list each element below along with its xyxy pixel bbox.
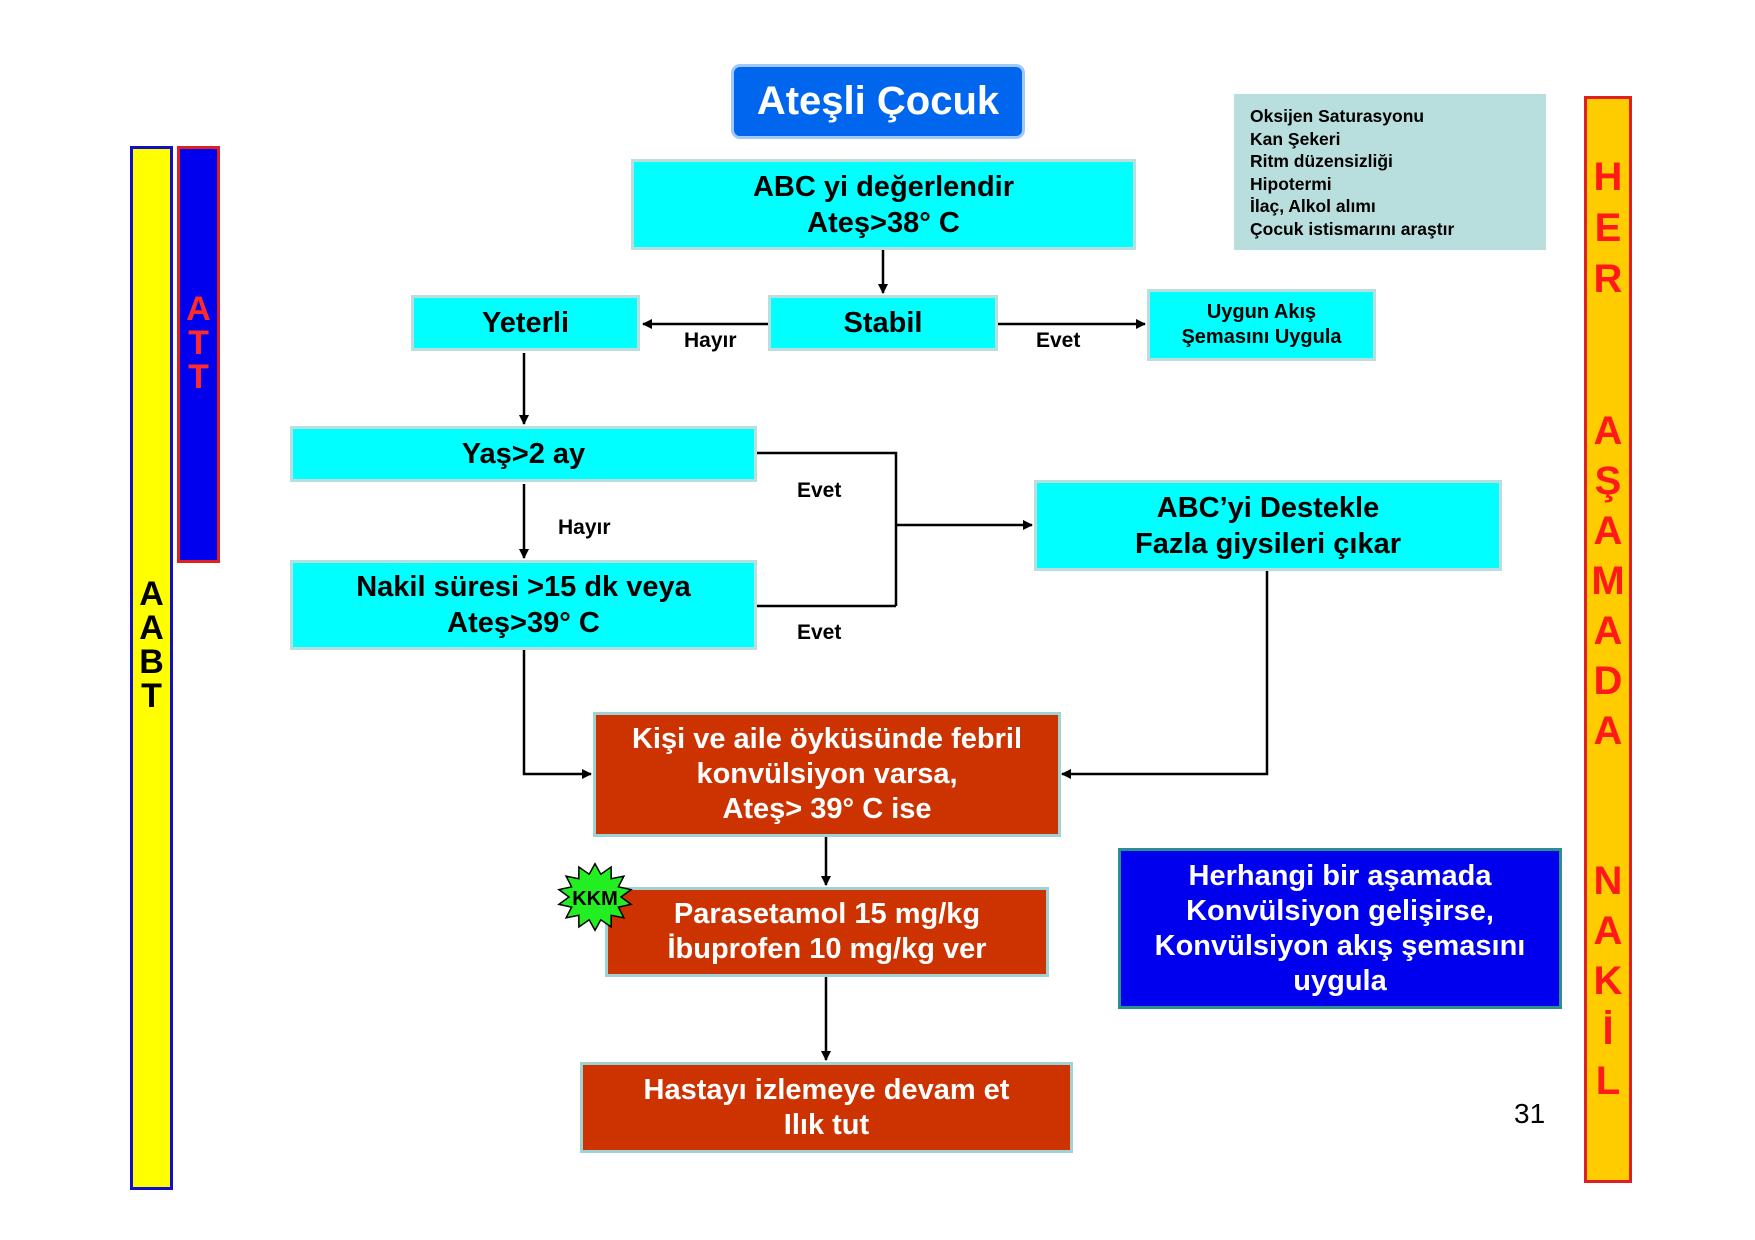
node-text: uygula: [1293, 964, 1387, 997]
her-letter: R: [1593, 257, 1623, 301]
node-stabil: Stabil: [768, 295, 998, 351]
node-text: Nakil süresi >15 dk veya: [356, 571, 691, 603]
asamada-letter: A: [1593, 709, 1623, 753]
node-text: Fazla giysileri çıkar: [1135, 527, 1401, 560]
nakil-letter: K: [1593, 959, 1623, 1003]
her-letter: H: [1593, 155, 1623, 199]
aabt-letter: A: [139, 609, 164, 647]
node-uygun-akis: Uygun Akış Şemasını Uygula: [1147, 289, 1376, 361]
node-yeterli: Yeterli: [411, 295, 640, 351]
aabt-letter: T: [141, 677, 162, 715]
node-hastayi-izle: Hastayı izlemeye devam et Ilık tut: [580, 1062, 1073, 1153]
node-text: Şemasını Uygula: [1181, 326, 1342, 348]
kkm-badge-text: KKM: [572, 888, 618, 910]
nakil-letter: N: [1593, 859, 1623, 903]
asamada-letter: A: [1593, 409, 1623, 453]
checklist-item: Oksijen Saturasyonu: [1250, 106, 1425, 126]
node-text: Kişi ve aile öyküsünde febril: [631, 723, 1023, 755]
arrow-abc-destekle-to-kisi: [1061, 571, 1269, 779]
node-yas: Yaş>2 ay: [290, 426, 757, 482]
node-text: İbuprofen 10 mg/kg ver: [667, 933, 987, 965]
checklist-item: Ritm düzensizliği: [1250, 151, 1393, 172]
node-nakil-suresi: Nakil süresi >15 dk veya Ateş>39° C: [290, 560, 757, 650]
node-abc-degerlendir: ABC yi değerlendir Ateş>38° C: [631, 159, 1136, 250]
att-letter: T: [188, 358, 209, 396]
nakil-letter: İ: [1602, 1009, 1614, 1053]
asamada-letter: A: [1593, 609, 1623, 653]
kkm-starburst-badge: KKM: [557, 862, 633, 932]
att-letter: A: [186, 290, 211, 328]
aabt-letter: A: [139, 575, 164, 613]
att-letter: T: [188, 324, 209, 362]
nakil-letter: A: [1593, 909, 1623, 953]
node-text: Herhangi bir aşamada: [1188, 859, 1492, 892]
connector-yas-evet: [757, 451, 898, 606]
node-text: Ateş>38° C: [807, 206, 960, 239]
node-kisi-ve-aile: Kişi ve aile öyküsünde febril konvülsiyo…: [593, 712, 1061, 837]
edge-label-evet: Evet: [797, 479, 842, 502]
edge-label-hayir: Hayır: [684, 329, 737, 352]
edge-label-evet: Evet: [1036, 329, 1081, 352]
node-text: Konvülsiyon gelişirse,: [1186, 894, 1494, 927]
her-letter: E: [1594, 206, 1622, 250]
node-text: Uygun Akış: [1206, 301, 1317, 323]
page-title-text: Ateşli Çocuk: [756, 79, 1000, 123]
her-word: H E R: [1587, 157, 1629, 299]
asamada-letter: D: [1593, 659, 1623, 703]
node-text: Yeterli: [481, 306, 570, 339]
asamada-letter: A: [1593, 509, 1623, 553]
aabt-letter: B: [139, 643, 164, 681]
checklist-item: Çocuk istismarını araştır: [1250, 218, 1455, 239]
page-title: Ateşli Çocuk: [731, 64, 1025, 139]
node-text: Hastayı izlemeye devam et: [643, 1073, 1010, 1106]
node-text: Ateş> 39° C ise: [722, 793, 932, 825]
checklist-item: Kan Şekeri: [1250, 128, 1341, 149]
node-abc-destekle: ABC’yi Destekle Fazla giysileri çıkar: [1034, 480, 1502, 571]
att-side-bar: A T T: [177, 146, 220, 563]
checklist-item: İlaç, Alkol alımı: [1250, 196, 1376, 217]
node-herhangi-asamada: Herhangi bir aşamada Konvülsiyon gelişir…: [1118, 848, 1562, 1009]
node-text: Konvülsiyon akış şemasını: [1154, 929, 1526, 962]
node-text: Stabil: [843, 306, 923, 339]
asamada-letter: M: [1591, 559, 1625, 603]
nakil-letter: L: [1595, 1059, 1621, 1103]
node-text: konvülsiyon varsa,: [696, 758, 958, 790]
aabt-side-bar: A A B T: [130, 146, 173, 1190]
edge-label-evet: Evet: [797, 621, 842, 644]
node-text: Ateş>39° C: [447, 607, 600, 639]
edge-label-hayir: Hayır: [558, 516, 611, 539]
node-text: ABC’yi Destekle: [1156, 491, 1380, 524]
node-text: Parasetamol 15 mg/kg: [673, 898, 981, 930]
asamada-word: A Ş A M A D A: [1587, 411, 1629, 751]
arrow-nakil-to-kisi: [522, 650, 592, 779]
node-text: Ilık tut: [783, 1108, 870, 1141]
nakil-word: N A K İ L: [1587, 861, 1629, 1101]
checklist-item: Hipotermi: [1250, 173, 1332, 194]
node-text: Yaş>2 ay: [461, 437, 586, 470]
her-asamada-nakil-side-bar: H E R A Ş A M A D A N A K İ L: [1584, 96, 1632, 1183]
checklist-box: Oksijen Saturasyonu Kan Şekeri Ritm düze…: [1234, 94, 1546, 250]
asamada-letter: Ş: [1594, 459, 1622, 503]
node-text: ABC yi değerlendir: [752, 170, 1015, 203]
node-parasetamol: Parasetamol 15 mg/kg İbuprofen 10 mg/kg …: [605, 887, 1049, 977]
page-number: 31: [1514, 1098, 1546, 1129]
